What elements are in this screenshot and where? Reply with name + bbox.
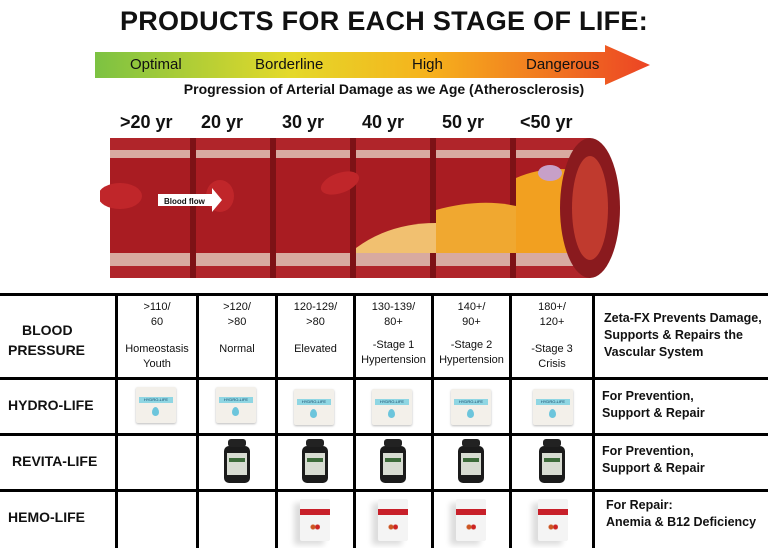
table-divider [196, 293, 199, 548]
progression-subtitle: Progression of Arterial Damage as we Age… [183, 81, 585, 97]
blood-flow-label: Blood flow [164, 197, 206, 206]
row-label-revita-life: REVITA-LIFE [12, 453, 98, 469]
stage-borderline: Borderline [255, 56, 324, 73]
hydro-life-product: HYDRO-LIFE [216, 387, 256, 423]
table-divider [0, 489, 768, 492]
table-divider [275, 293, 278, 548]
table-divider [509, 293, 512, 548]
hemo-life-product [456, 499, 486, 541]
table-divider [0, 293, 768, 296]
progression-arrow [95, 45, 650, 85]
row-label-hemo-life: HEMO-LIFE [8, 509, 85, 525]
hemo-life-product [300, 499, 330, 541]
table-divider [115, 293, 118, 548]
hydro-life-product: HYDRO-LIFE [372, 389, 412, 425]
artery-illustration: Blood flow [100, 138, 620, 278]
age-label: >20 yr [120, 112, 173, 132]
hemo-life-product [378, 499, 408, 541]
stage-dangerous: Dangerous [526, 56, 600, 73]
hemo-note: For Repair:Anemia & B12 Deficiency [606, 498, 757, 529]
hydro-life-product: HYDRO-LIFE [294, 389, 334, 425]
table-divider [0, 433, 768, 436]
bp-note: Zeta-FX Prevents Damage,Supports & Repai… [604, 311, 762, 359]
hemo-life-product [538, 499, 568, 541]
hydro-life-product: HYDRO-LIFE [451, 389, 491, 425]
table-divider [0, 377, 768, 380]
table-divider [431, 293, 434, 548]
stage-high: High [412, 56, 443, 73]
revita-life-bottle [379, 439, 407, 483]
page-title: PRODUCTS FOR EACH STAGE OF LIFE: [119, 6, 649, 36]
revita-life-bottle [223, 439, 251, 483]
revita-note: For Prevention,Support & Repair [602, 444, 705, 475]
age-label: 50 yr [442, 112, 485, 132]
hydro-life-product: HYDRO-LIFE [533, 389, 573, 425]
revita-life-bottle [538, 439, 566, 483]
age-label: 30 yr [282, 112, 325, 132]
hydro-note: For Prevention,Support & Repair [602, 389, 705, 420]
revita-life-bottle [301, 439, 329, 483]
revita-life-bottle [457, 439, 485, 483]
stage-optimal: Optimal [130, 56, 182, 73]
table-divider [592, 293, 595, 548]
row-label-hydro-life: HYDRO-LIFE [8, 397, 94, 413]
age-label: <50 yr [520, 112, 573, 132]
age-label: 40 yr [362, 112, 405, 132]
hydro-life-product: HYDRO-LIFE [136, 387, 176, 423]
table-divider [353, 293, 356, 548]
age-label: 20 yr [201, 112, 244, 132]
